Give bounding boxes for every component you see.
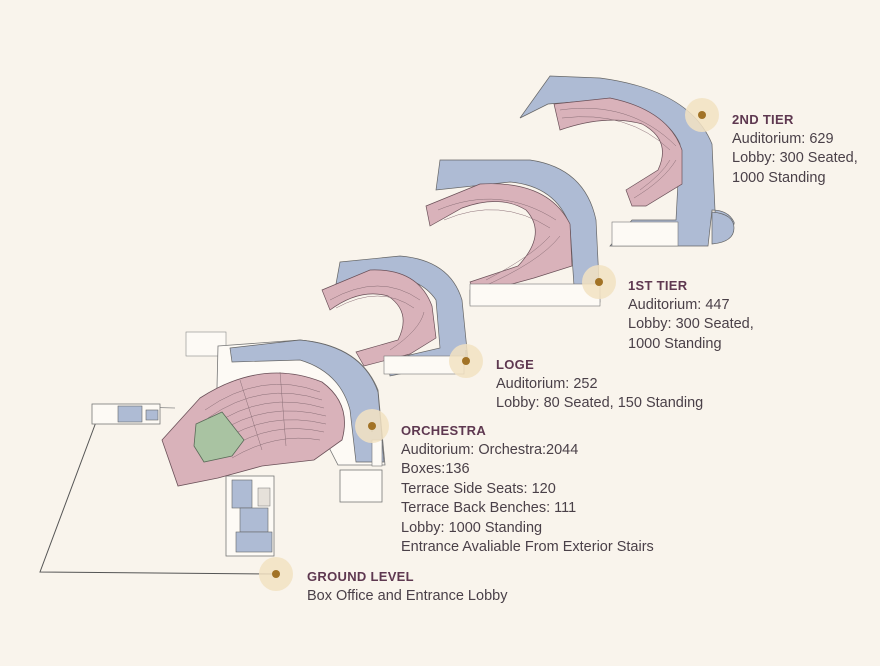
marker-ground-level xyxy=(272,570,280,578)
level-detail: Auditorium: 629 xyxy=(732,130,834,147)
marker-2nd-tier xyxy=(698,111,706,119)
level-title: 1ST TIER xyxy=(628,278,688,293)
level-detail: Auditorium: Orchestra:2044 xyxy=(401,441,579,458)
level-detail: Lobby: 80 Seated, 150 Standing xyxy=(496,395,704,411)
level-detail: Auditorium: 447 xyxy=(628,296,730,313)
level-detail: Boxes:136 xyxy=(401,461,470,477)
level-title: 2ND TIER xyxy=(732,112,794,127)
level-title: LOGE xyxy=(496,357,535,372)
level-detail: 1000 Standing xyxy=(628,335,722,352)
label-2nd-tier: 2ND TIER Auditorium: 629 Lobby: 300 Seat… xyxy=(732,110,858,188)
label-1st-tier: 1ST TIER Auditorium: 447 Lobby: 300 Seat… xyxy=(628,276,754,354)
level-detail: Terrace Back Benches: 111 xyxy=(401,500,577,516)
level-detail: Lobby: 300 Seated, xyxy=(628,316,754,332)
marker-orchestra xyxy=(368,422,376,430)
loge-plan xyxy=(321,255,469,377)
level-detail: Entrance Avaliable From Exterior Stairs xyxy=(401,539,654,555)
level-markers xyxy=(259,98,719,591)
level-detail: Lobby: 300 Seated, xyxy=(732,150,858,166)
label-ground-level: GROUND LEVEL Box Office and Entrance Lob… xyxy=(307,567,507,606)
level-detail: Auditorium: 252 xyxy=(496,375,598,392)
level-title: GROUND LEVEL xyxy=(307,569,414,584)
level-detail: Box Office and Entrance Lobby xyxy=(307,587,508,604)
level-detail: Terrace Side Seats: 120 xyxy=(401,480,556,497)
orchestra-plan xyxy=(161,331,386,503)
second-tier-plan xyxy=(519,75,735,247)
ground-level-plan xyxy=(39,403,276,575)
marker-1st-tier xyxy=(595,278,603,286)
level-detail: Lobby: 1000 Standing xyxy=(401,519,543,536)
label-loge: LOGE Auditorium: 252 Lobby: 80 Seated, 1… xyxy=(496,355,703,414)
level-title: ORCHESTRA xyxy=(401,423,487,438)
marker-loge xyxy=(462,357,470,365)
level-detail: 1000 Standing xyxy=(732,169,826,186)
label-orchestra: ORCHESTRA Auditorium: Orchestra:2044 Box… xyxy=(401,421,654,558)
